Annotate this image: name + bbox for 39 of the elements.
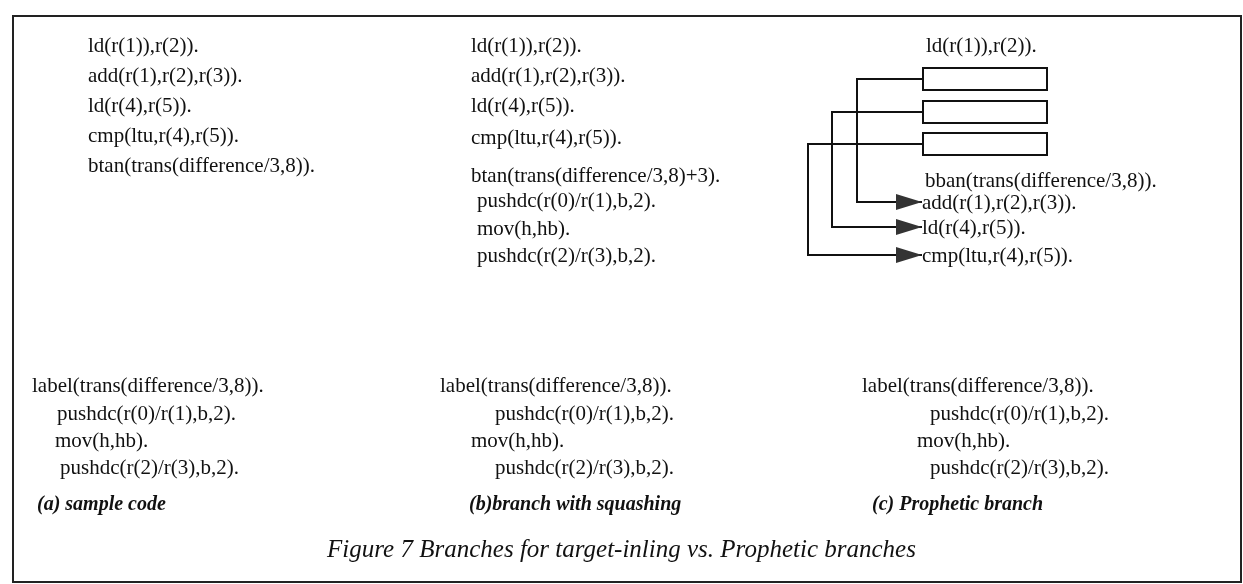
figure-caption: Figure 7 Branches for target-inling vs. Prophetic branches <box>326 534 917 564</box>
code-line: ld(r(1)),r(2)). <box>926 32 1037 58</box>
code-line: btan(trans(difference/3,8)+3). <box>471 162 721 188</box>
code-line: pushdc(r(2)/r(3),b,2). <box>60 454 240 480</box>
code-line: label(trans(difference/3,8)). <box>862 372 1094 398</box>
code-line: pushdc(r(0)/r(1),b,2). <box>57 400 237 426</box>
empty-slot-box <box>922 67 1048 91</box>
code-line: add(r(1),r(2),r(3)). <box>88 62 243 88</box>
code-line: mov(h,hb). <box>917 427 1011 453</box>
code-line: ld(r(4),r(5)). <box>471 92 575 118</box>
code-line: btan(trans(difference/3,8)). <box>88 152 315 178</box>
arrow <box>831 111 923 235</box>
code-line: cmp(ltu,r(4),r(5)). <box>471 124 623 150</box>
code-line: mov(h,hb). <box>55 427 149 453</box>
code-line: mov(h,hb). <box>471 427 565 453</box>
code-line: pushdc(r(0)/r(1),b,2). <box>930 400 1110 426</box>
empty-slot-box <box>922 132 1048 156</box>
subfigure-caption: (c) Prophetic branch <box>872 491 1044 516</box>
subfigure-caption: (b)branch with squashing <box>469 491 682 516</box>
code-line: pushdc(r(0)/r(1),b,2). <box>477 187 657 213</box>
code-line: mov(h,hb). <box>477 215 571 241</box>
code-line: ld(r(1)),r(2)). <box>88 32 199 58</box>
code-line: pushdc(r(2)/r(3),b,2). <box>495 454 675 480</box>
arrow <box>856 78 923 210</box>
code-line: label(trans(difference/3,8)). <box>32 372 264 398</box>
code-line: add(r(1),r(2),r(3)). <box>471 62 626 88</box>
arrow <box>807 143 923 263</box>
code-line: label(trans(difference/3,8)). <box>440 372 672 398</box>
code-line: pushdc(r(2)/r(3),b,2). <box>930 454 1110 480</box>
empty-slot-box <box>922 100 1048 124</box>
code-line: pushdc(r(2)/r(3),b,2). <box>477 242 657 268</box>
subfigure-caption: (a) sample code <box>37 491 166 516</box>
code-line: ld(r(4),r(5)). <box>922 214 1026 240</box>
code-line: cmp(ltu,r(4),r(5)). <box>88 122 240 148</box>
code-line: ld(r(4),r(5)). <box>88 92 192 118</box>
code-line: pushdc(r(0)/r(1),b,2). <box>495 400 675 426</box>
code-line: cmp(ltu,r(4),r(5)). <box>922 242 1074 268</box>
code-line: ld(r(1)),r(2)). <box>471 32 582 58</box>
code-line: bban(trans(difference/3,8)). <box>925 167 1157 193</box>
